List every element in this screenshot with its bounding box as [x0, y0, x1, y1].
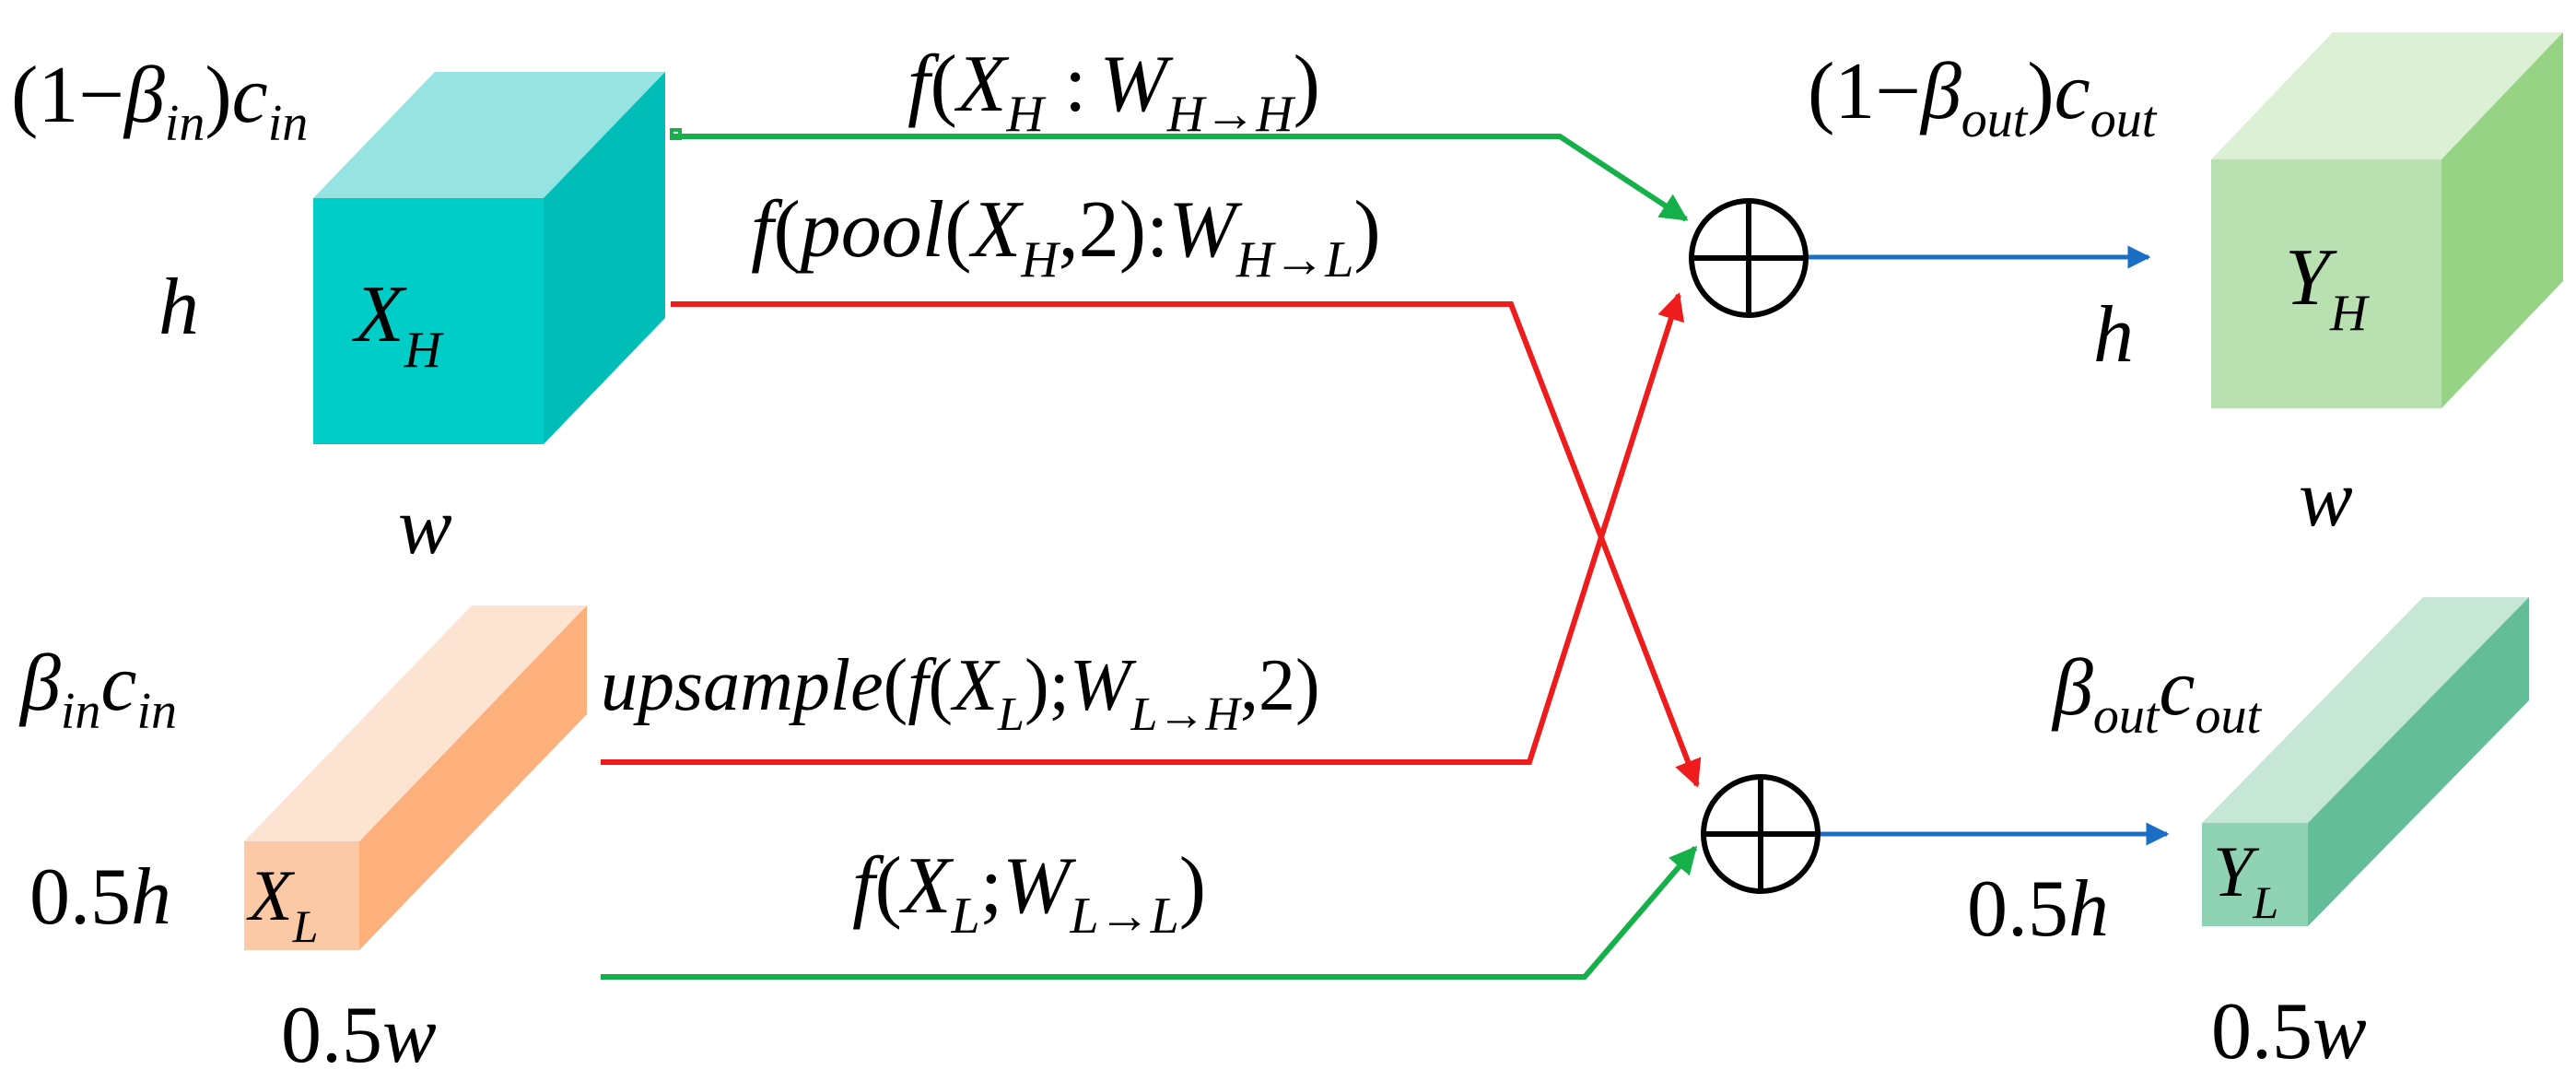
xh-cube-front [313, 198, 544, 444]
output-low-channels-label: βoutcout [2051, 643, 2262, 745]
input-high-tensor-label: XH [352, 270, 444, 379]
xh-cube-side [544, 72, 665, 444]
input-high-channels-label: (1−βin)cin [11, 51, 308, 152]
xh-cube-top [313, 72, 665, 198]
output-high-width-label: w [2299, 454, 2353, 544]
yh-cube-front [2211, 159, 2441, 408]
output-high-channels-label: (1−βout)cout [1808, 47, 2158, 148]
input-low-channels-label: βincin [18, 639, 177, 740]
output-high-height-label: h [2093, 290, 2134, 380]
path-low-to-low [601, 845, 1698, 980]
input-high-tensor-cube [313, 72, 665, 444]
yl-cube-front [2202, 823, 2308, 926]
sum-node-high [1689, 198, 1809, 318]
path-low-to-low-label: f(XL;WL→L) [852, 841, 1206, 945]
yh-cube-side [2441, 32, 2563, 408]
output-low-tensor-cube [2202, 597, 2529, 926]
output-high-tensor-label: YH [2285, 233, 2370, 342]
input-high-height-label: h [158, 263, 199, 352]
output-high-tensor-cube [2211, 32, 2563, 408]
xl-cube-top [244, 605, 587, 841]
yl-cube-top [2202, 597, 2529, 823]
xl-cube-side [359, 605, 587, 950]
path-low-to-high [601, 292, 1685, 765]
output-low-width-label: 0.5w [2211, 987, 2367, 1076]
input-low-tensor-cube [244, 605, 587, 950]
path-high-to-high-start-marker [670, 128, 682, 140]
yl-cube-side [2308, 597, 2529, 926]
input-low-height-label: 0.5h [29, 852, 171, 942]
path-high-to-high [671, 134, 1689, 222]
path-low-to-high-label: upsample(f(XL);WL→H,2) [601, 645, 1320, 741]
path-high-to-low-label: f(pool(XH,2):WH→L) [751, 185, 1381, 288]
xl-cube-front [244, 841, 359, 950]
yh-cube-top [2211, 32, 2563, 159]
path-high-to-high-label: f(XH :WH→H) [907, 40, 1320, 143]
input-low-width-label: 0.5w [281, 991, 437, 1080]
sum-node-low [1701, 774, 1821, 894]
path-high-to-low [671, 301, 1702, 788]
output-low-height-label: 0.5h [1967, 864, 2109, 954]
input-low-tensor-label: XL [246, 855, 318, 952]
input-high-width-label: w [398, 482, 452, 571]
output-low-tensor-label: YL [2213, 831, 2278, 928]
